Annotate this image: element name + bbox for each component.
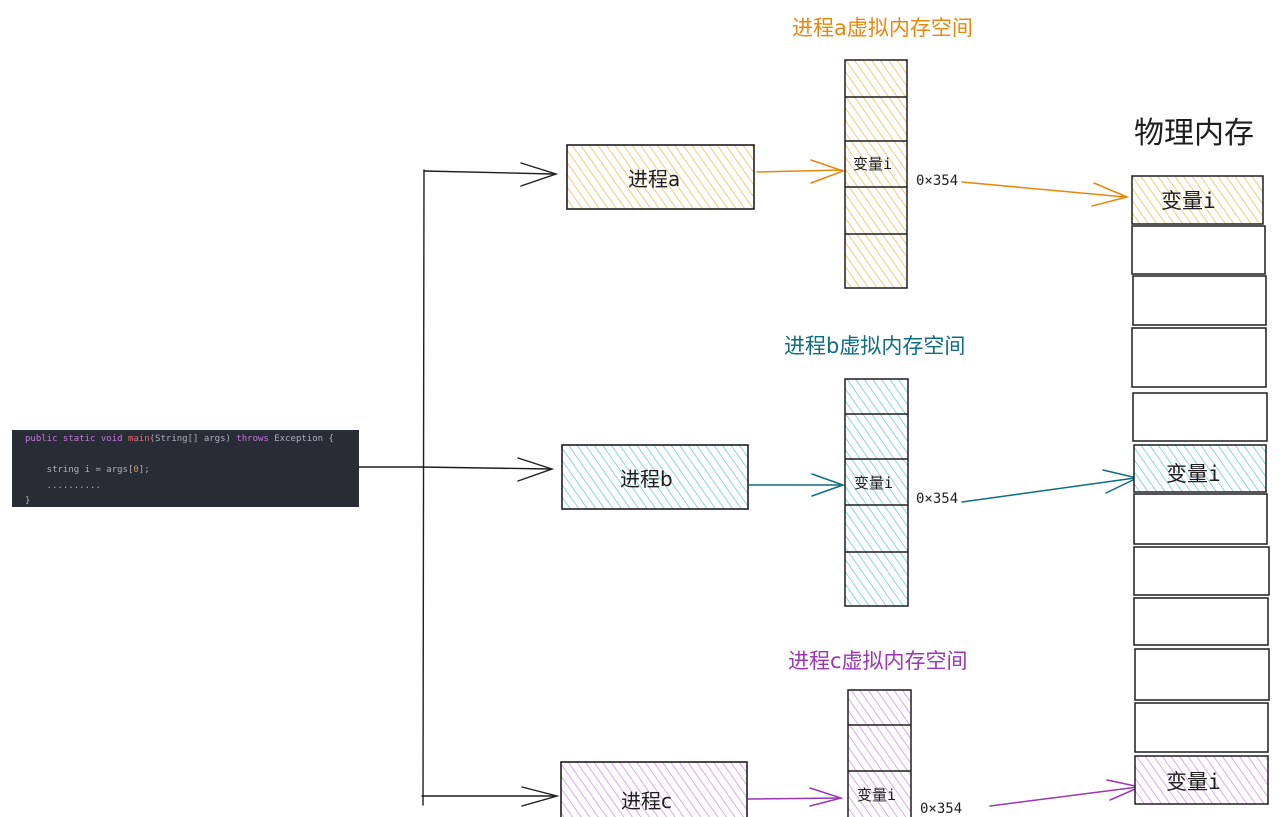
arrow-head-process-b [517, 457, 555, 482]
code-to-process-connectors [358, 162, 560, 807]
physical-cell-a-label: 变量i [1161, 189, 1216, 213]
virtual-space-a-title: 进程a虚拟内存空间 [792, 16, 973, 40]
arrow-vspace-b-to-physical [961, 477, 1136, 503]
arrow-to-process-b [419, 466, 551, 470]
virtual-space-b-title: 进程b虚拟内存空间 [784, 334, 966, 358]
physical-cell-c-label: 变量i [1166, 770, 1221, 794]
physical-cell-c [1134, 755, 1269, 805]
process-c-label: 进程c [621, 789, 672, 813]
virtual-cell-b-label: 变量i [854, 474, 894, 492]
code-token: main [127, 434, 150, 444]
arrow-head-process-a [520, 162, 559, 187]
code-token: Exception { [268, 434, 334, 444]
virtual-cell-c-label: 变量i [857, 786, 897, 804]
arrow-head-process-a-vspace [810, 159, 846, 184]
connector-vertical [422, 169, 425, 806]
arrow-vspace-c-to-physical [989, 786, 1139, 807]
process-b-label: 进程b [620, 467, 673, 491]
virtual-space-a [844, 59, 908, 289]
arrow-head-vspace-a-physical [1091, 182, 1130, 207]
code-line: string i = args[0]; [25, 463, 359, 479]
code-line: public static void main(String[] args) t… [25, 432, 359, 448]
physical-memory-column [1131, 175, 1270, 805]
code-line: .......... [25, 479, 359, 495]
virtual-space-c-title: 进程c虚拟内存空间 [788, 649, 968, 673]
virtual-cell-a-label: 变量i [853, 155, 893, 173]
arrow-to-process-a [423, 170, 554, 175]
arrow-head-process-b-vspace [811, 473, 846, 497]
arrow-process-a-to-vspace [756, 169, 843, 173]
address-c-label: 0×354 [920, 801, 963, 817]
process-a-label: 进程a [628, 167, 681, 191]
arrow-head-process-c-vspace [809, 787, 844, 807]
arrow-vspace-a-to-physical [961, 181, 1126, 198]
physical-cell-b [1133, 444, 1267, 493]
physical-cell-a [1131, 175, 1264, 225]
code-token: string i = args[ [25, 465, 134, 476]
code-token: (String[] args) [149, 434, 237, 444]
physical-cell-b-label: 变量i [1166, 462, 1221, 486]
code-token: } [25, 496, 31, 507]
address-a-label: 0×354 [916, 173, 959, 189]
address-b-label: 0×354 [916, 491, 959, 507]
virtual-space-b [844, 378, 909, 607]
code-token: .......... [25, 480, 101, 491]
arrow-process-c-to-vspace [747, 797, 841, 800]
process-c-box [560, 761, 748, 817]
virtual-space-c [847, 689, 912, 817]
arrow-head-process-c [521, 786, 560, 807]
code-token: ]; [138, 465, 150, 476]
physical-memory-title: 物理内存 [1134, 116, 1254, 151]
code-token: throws [236, 434, 269, 444]
process-a-box [566, 144, 755, 210]
code-line: } [25, 494, 359, 510]
code-token: public static void [25, 434, 128, 444]
code-snippet: public static void main(String[] args) t… [12, 430, 359, 507]
process-b-box [561, 444, 749, 510]
code-token: 0 [133, 465, 139, 476]
